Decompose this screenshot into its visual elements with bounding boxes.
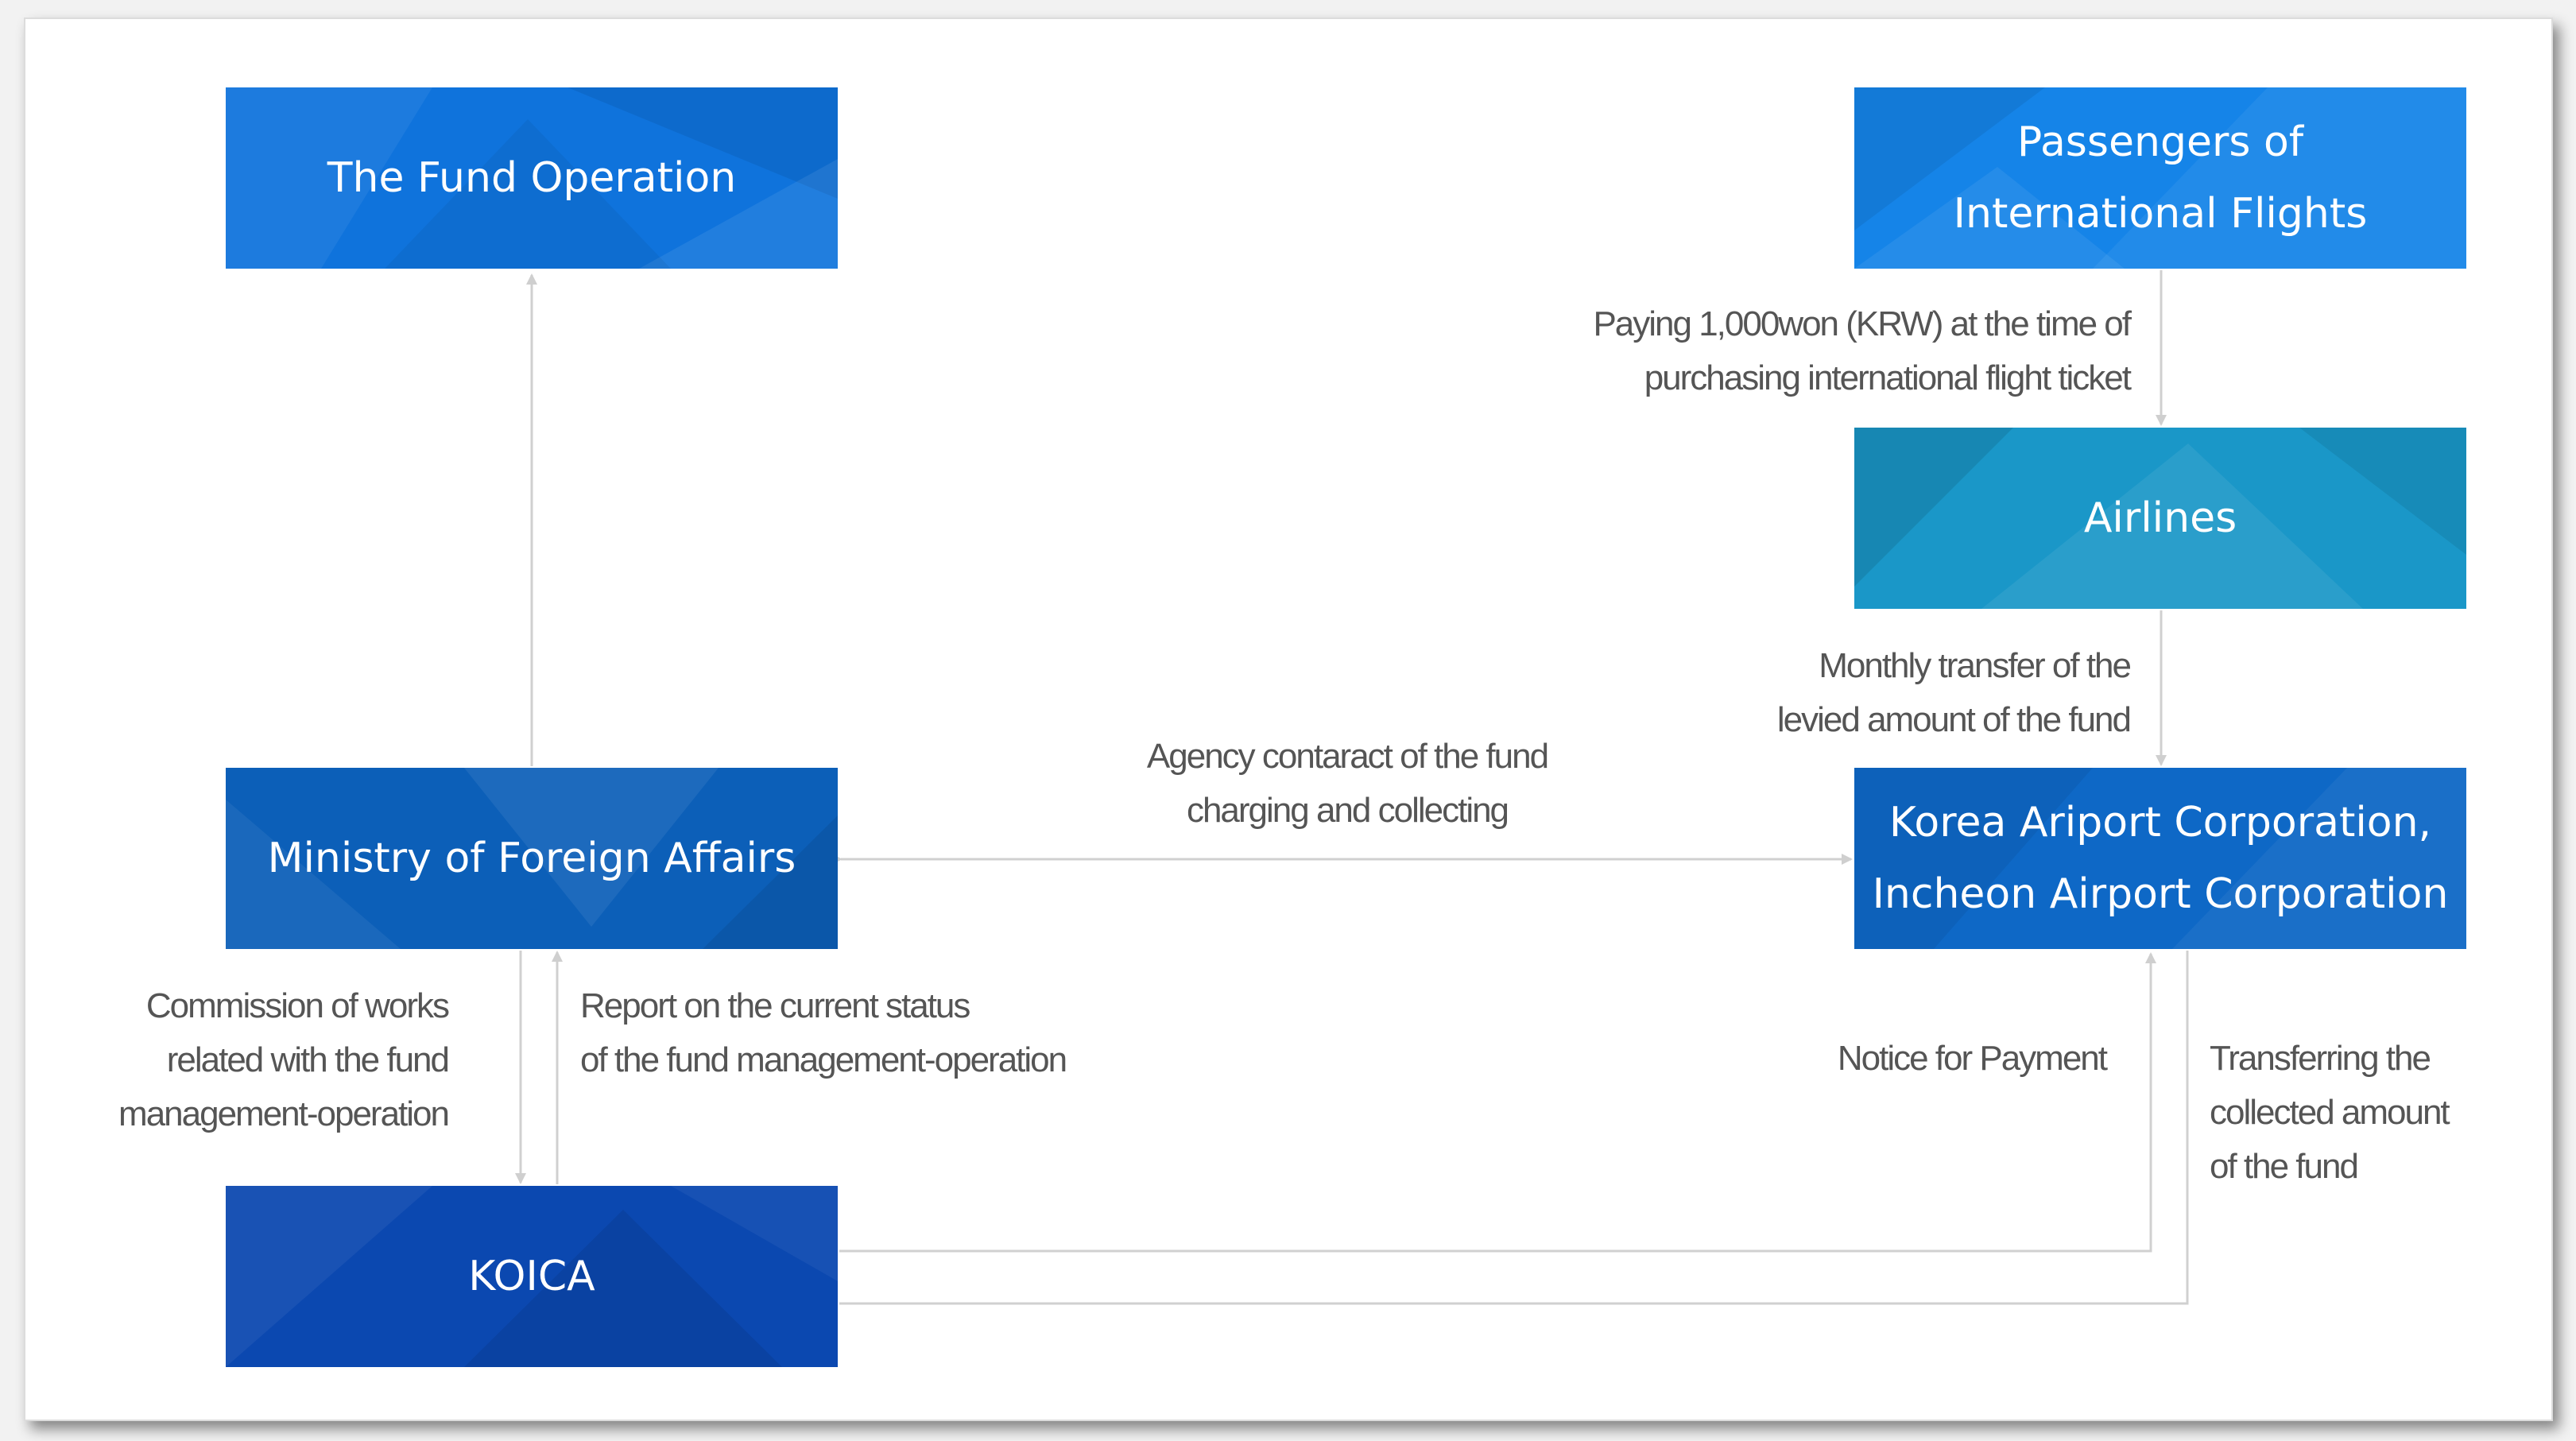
node-passengers: Passengers of International Flights [1854,87,2466,269]
label-notice-payment: Notice for Payment [1837,1039,2108,1078]
node-label: Korea Ariport Corporation, Incheon Airpo… [1872,799,2449,918]
label-agency-contract: Agency contaract of the fund charging an… [1146,737,1549,830]
edge-notice-for-payment [839,952,2156,1253]
label-monthly-transfer: Monthly transfer of the levied amount of… [1776,646,2132,739]
label-paying: Paying 1,000won (KRW) at the time of pur… [1593,304,2132,397]
node-korea-airport: Korea Ariport Corporation, Incheon Airpo… [1854,768,2466,949]
edge-transferring [839,951,2189,1305]
label-transferring: Transferring the collected amount of the… [2210,1039,2450,1186]
facet-pattern [1854,87,2466,269]
node-fund-operation: The Fund Operation [226,87,838,269]
node-label: KOICA [468,1253,595,1300]
node-airlines: Airlines [1854,428,2466,609]
facet-pattern [1854,428,2466,609]
facet-pattern [226,87,838,269]
facet-pattern [1854,768,2466,949]
facet-pattern [226,1186,838,1367]
node-label: Passengers of International Flights [1953,118,2368,238]
label-commission: Commission of works related with the fun… [118,986,450,1133]
node-label: The Fund Operation [327,154,737,202]
node-label: Ministry of Foreign Affairs [267,835,796,882]
node-label: Airlines [2083,494,2237,542]
node-ministry-foreign-affairs: Ministry of Foreign Affairs [226,768,838,949]
node-koica: KOICA [226,1186,838,1367]
facet-pattern [226,768,838,949]
label-report: Report on the current status of the fund… [580,986,1067,1079]
